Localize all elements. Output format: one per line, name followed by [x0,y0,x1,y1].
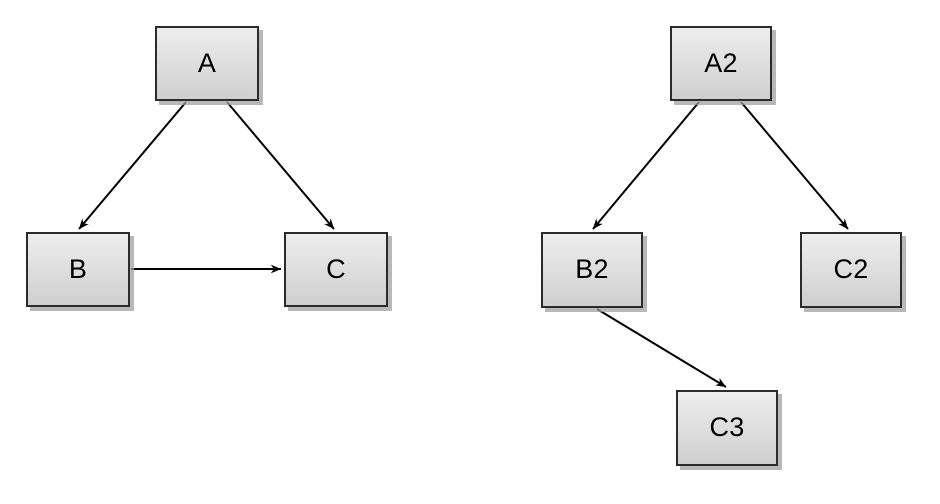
edge-a2-to-c2[interactable] [740,101,849,230]
node-c2[interactable]: C2 [800,232,902,308]
node-label-a: A [197,47,217,78]
edge-a-to-b[interactable] [78,101,187,230]
node-label-b: B [68,253,88,284]
node-label-c: C [326,253,346,284]
edge-a-to-c[interactable] [226,101,335,230]
node-b2[interactable]: B2 [541,232,643,308]
edge-a2-to-b2[interactable] [592,101,700,230]
node-c3[interactable]: C3 [676,390,778,466]
edge-b2-to-c3[interactable] [596,308,727,388]
node-label-c3: C3 [709,412,745,442]
node-label-b2: B2 [575,254,609,284]
node-label-a2: A2 [704,47,738,78]
node-c[interactable]: C [284,232,388,307]
node-b[interactable]: B [26,232,130,307]
node-a[interactable]: A [155,26,259,101]
node-a2[interactable]: A2 [670,26,772,101]
node-label-c2: C2 [833,254,869,284]
